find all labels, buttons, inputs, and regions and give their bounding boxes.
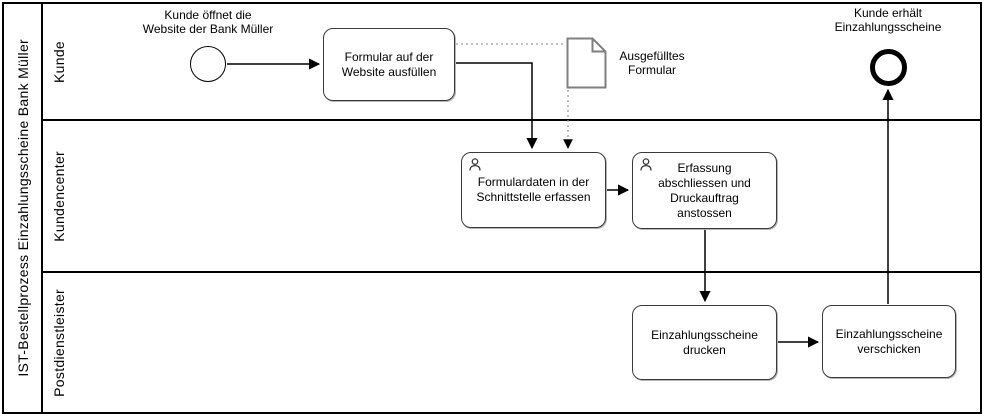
data-object-label: Ausgefülltes Formular [619, 49, 685, 77]
start-event-label: Kunde öffnet die Website der Bank Müller [142, 8, 274, 36]
lane-kundencenter: Kundencenter [43, 121, 980, 273]
start-event[interactable] [190, 46, 226, 82]
task-erfassung-abschliessen[interactable]: Erfassung abschliessen und Druckauftrag … [632, 152, 777, 229]
lane-kunde: Kunde [43, 4, 980, 121]
user-icon [469, 158, 481, 171]
task-einzahlungsscheine-drucken[interactable]: Einzahlungsscheine drucken [632, 305, 777, 380]
task-formulardaten-erfassen[interactable]: Formulardaten in der Schnittstelle erfas… [461, 152, 606, 228]
document-icon[interactable] [566, 37, 607, 89]
task-formular-ausfuellen[interactable]: Formular auf der Website ausfüllen [323, 28, 455, 101]
pool-title-strip: IST-Bestellprozess Einzahlungsscheine Ba… [4, 4, 43, 412]
user-icon [640, 158, 652, 171]
end-event-label: Kunde erhält Einzahlungsscheine [834, 6, 942, 34]
lanes: Kunde Kundencenter Postdienstleister [43, 4, 980, 412]
task-einzahlungsscheine-verschicken[interactable]: Einzahlungsscheine verschicken [822, 305, 956, 378]
end-event[interactable] [870, 49, 907, 86]
flow-fill-form-to-capture [456, 62, 538, 150]
